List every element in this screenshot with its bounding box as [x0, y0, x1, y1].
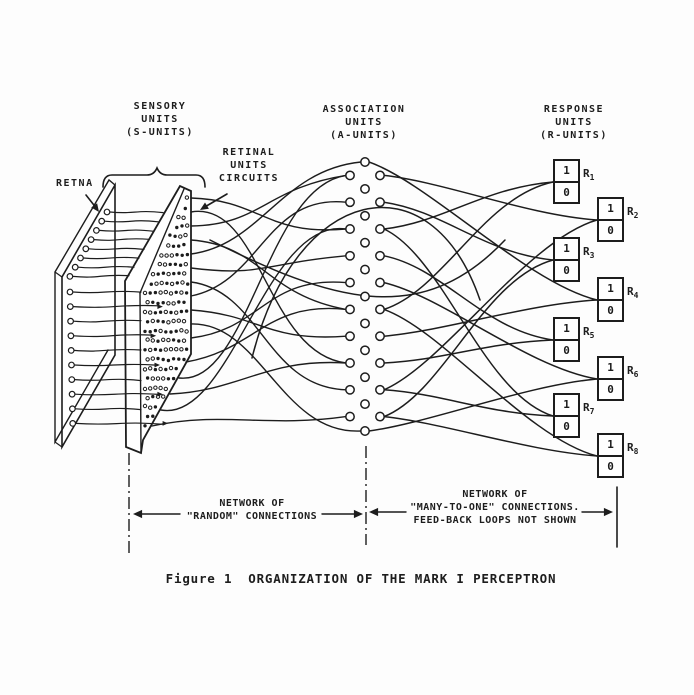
- association-line3: (A-UNITS): [330, 130, 398, 141]
- r5-on-cell: 1: [555, 319, 578, 341]
- r7-on-cell: 1: [555, 395, 578, 417]
- many-line1: NETWORK OF: [462, 489, 528, 500]
- r7-off-cell: 0: [563, 419, 570, 433]
- response-unit-r2: 1 0: [597, 197, 624, 242]
- r3-off-cell: 0: [563, 263, 570, 277]
- association-line1: ASSOCIATION: [322, 104, 406, 115]
- r3-on-cell: 1: [555, 239, 578, 261]
- r4-off-cell: 0: [607, 303, 614, 317]
- r6-off-cell: 0: [607, 382, 614, 396]
- retinal-circuits-label: RETINAL UNITS CIRCUITS: [219, 146, 279, 185]
- r8-off-cell: 0: [607, 459, 614, 473]
- figure-caption: Figure 1 ORGANIZATION OF THE MARK I PERCE…: [166, 571, 557, 586]
- many-line3: FEED-BACK LOOPS NOT SHOWN: [413, 515, 577, 526]
- r6-label: R6: [627, 364, 639, 379]
- r1-on-cell: 1: [555, 161, 578, 183]
- r1-off-cell: 0: [563, 185, 570, 199]
- many-line2: "MANY-TO-ONE" CONNECTIONS.: [410, 502, 580, 513]
- caption-prefix: Figure 1: [165, 571, 233, 586]
- r4-on-cell: 1: [599, 279, 622, 301]
- association-line2: UNITS: [345, 117, 383, 128]
- many-to-one-annotation: NETWORK OF "MANY-TO-ONE" CONNECTIONS. FE…: [410, 488, 580, 527]
- r7-label: R7: [583, 401, 595, 416]
- response-line1: RESPONSE: [543, 104, 605, 115]
- response-line3: (R-UNITS): [540, 130, 608, 141]
- r2-label: R2: [627, 205, 639, 220]
- r8-on-cell: 1: [599, 435, 622, 457]
- response-unit-r6: 1 0: [597, 356, 624, 401]
- retina-text: RETNA: [56, 178, 94, 189]
- response-unit-r3: 1 0: [553, 237, 580, 282]
- association-units-label: ASSOCIATION UNITS (A-UNITS): [323, 103, 406, 142]
- retina-label: RETNA: [56, 177, 94, 190]
- caption-title: ORGANIZATION OF THE MARK I PERCEPTRON: [248, 571, 557, 586]
- retinal-line1: RETINAL: [222, 147, 276, 158]
- response-unit-r5: 1 0: [553, 317, 580, 362]
- response-unit-r1: 1 0: [553, 159, 580, 204]
- r2-on-cell: 1: [599, 199, 622, 221]
- retinal-line2: UNITS: [230, 160, 268, 171]
- random-line1: NETWORK OF: [219, 498, 285, 509]
- sensory-line1: SENSORY: [133, 101, 187, 112]
- sensory-line3: (S-UNITS): [126, 127, 194, 138]
- response-unit-r7: 1 0: [553, 393, 580, 438]
- r5-label: R5: [583, 325, 595, 340]
- retinal-line3: CIRCUITS: [218, 173, 280, 184]
- random-line2: "RANDOM" CONNECTIONS: [186, 511, 318, 522]
- response-unit-r4: 1 0: [597, 277, 624, 322]
- r2-off-cell: 0: [607, 223, 614, 237]
- response-units-label: RESPONSE UNITS (R-UNITS): [540, 103, 608, 142]
- r4-label: R4: [627, 285, 639, 300]
- r5-off-cell: 0: [563, 343, 570, 357]
- r3-label: R3: [583, 245, 595, 260]
- r8-label: R8: [627, 441, 639, 456]
- response-line2: UNITS: [555, 117, 593, 128]
- r6-on-cell: 1: [599, 358, 622, 380]
- sensory-line2: UNITS: [141, 114, 179, 125]
- random-connections-annotation: NETWORK OF "RANDOM" CONNECTIONS: [187, 497, 317, 523]
- sensory-units-label: SENSORY UNITS (S-UNITS): [126, 100, 194, 139]
- response-unit-r8: 1 0: [597, 433, 624, 478]
- r1-label: R1: [583, 167, 595, 182]
